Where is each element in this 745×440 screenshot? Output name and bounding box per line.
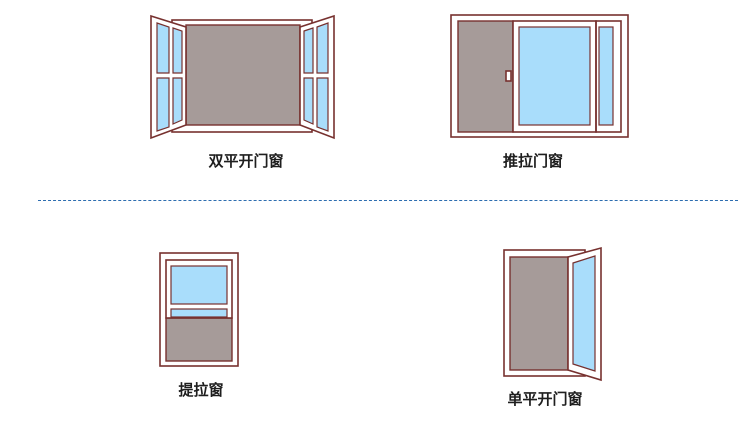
caption-sash-window: 提拉窗 <box>178 381 224 399</box>
sash-window <box>159 252 239 367</box>
left-sash-glass-bottom-inner <box>172 77 183 125</box>
open-sash-glass <box>572 255 596 372</box>
window-opening <box>165 317 233 362</box>
double-casement-window <box>150 14 335 140</box>
caption-double-casement-window: 双平开门窗 <box>208 152 284 170</box>
single-casement-window <box>503 246 602 382</box>
window-opening <box>509 256 569 371</box>
fixed-pane-frame <box>595 20 622 133</box>
sliding-sash-glass <box>518 26 591 126</box>
caption-single-casement-window: 单平开门窗 <box>507 390 583 408</box>
right-sash-glass-top-inner <box>303 27 314 74</box>
fixed-pane-glass <box>598 26 614 126</box>
raised-sash-glass-lower <box>170 308 228 318</box>
left-sash-glass-bottom <box>156 77 170 132</box>
left-sash-glass-top-inner <box>172 27 183 74</box>
left-sash-glass-top <box>156 22 170 74</box>
handle-icon <box>505 70 512 82</box>
section-divider <box>38 200 738 201</box>
raised-sash-glass-upper <box>170 265 228 305</box>
window-opening <box>185 24 301 126</box>
right-sash-glass-top <box>316 22 329 74</box>
sliding-window <box>450 14 629 138</box>
caption-sliding-window: 推拉门窗 <box>502 152 564 170</box>
right-sash-glass-bottom-inner <box>303 77 314 125</box>
right-sash-glass-bottom <box>316 77 329 132</box>
window-opening <box>457 20 514 133</box>
